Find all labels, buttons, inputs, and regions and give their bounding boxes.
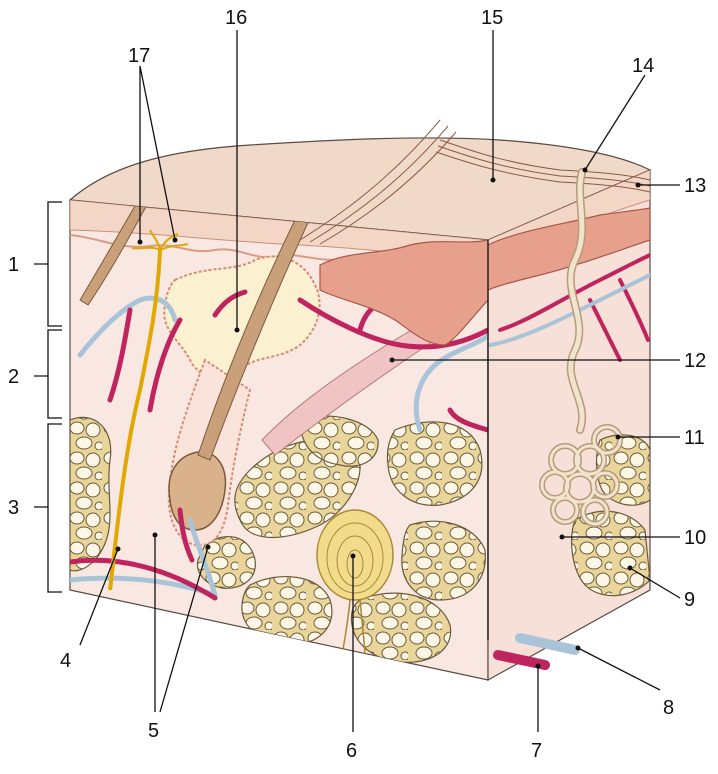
label-11: 11 (684, 427, 705, 449)
bracket-2 (34, 330, 62, 418)
label-15: 15 (481, 7, 503, 29)
label-14: 14 (632, 55, 654, 77)
label-10: 10 (684, 527, 706, 549)
label-7: 7 (531, 740, 542, 762)
label-6: 6 (346, 740, 357, 762)
label-16: 16 (225, 7, 247, 29)
label-17: 17 (128, 45, 150, 67)
label-5: 5 (148, 720, 159, 742)
bracket-1 (34, 202, 62, 326)
label-1: 1 (8, 254, 19, 276)
label-13: 13 (684, 175, 706, 197)
label-3: 3 (8, 497, 19, 519)
label-9: 9 (684, 589, 695, 611)
bracket-3 (34, 424, 62, 592)
label-8: 8 (663, 697, 674, 719)
label-2: 2 (8, 366, 19, 388)
leader-14 (585, 75, 645, 170)
label-12: 12 (684, 350, 706, 372)
label-4: 4 (60, 650, 71, 672)
leader-8 (578, 648, 660, 690)
layer-brackets (34, 202, 62, 592)
